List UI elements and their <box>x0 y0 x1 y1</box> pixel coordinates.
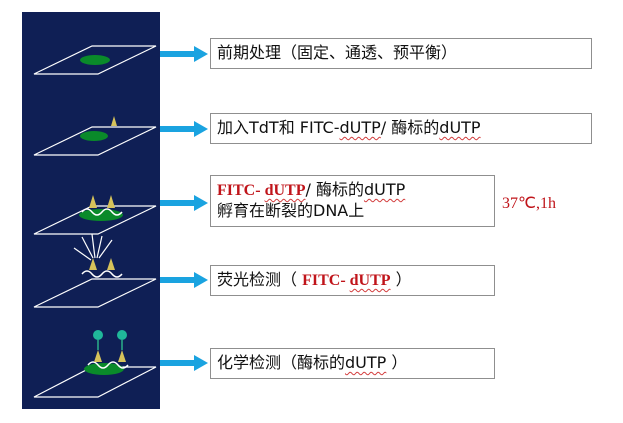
arrow-right-icon <box>160 195 208 211</box>
step-4-prefix: 荧光检测（ <box>217 270 303 289</box>
step-3-line-2: 孵育在断裂的DNA上 <box>217 201 365 220</box>
step-4-suffix: ） <box>390 270 412 289</box>
step-1-box: 前期处理（固定、通透、预平衡） <box>210 38 592 69</box>
step-1-text: 前期处理（固定、通透、预平衡） <box>217 43 458 62</box>
step-4-red-label: FITC- <box>302 272 350 289</box>
incubation-condition: 37℃,1h <box>502 195 556 212</box>
arrow-right-icon <box>160 355 208 371</box>
slide-2 <box>33 116 157 156</box>
step-3-red-label: FITC- <box>217 182 265 199</box>
step-2-rest: / 酶标的 <box>380 118 440 137</box>
step-2-box: 加入TdT和 FITC-dUTP/ 酶标的dUTP <box>210 113 592 144</box>
slide-4 <box>33 233 157 308</box>
step-3-rest: / 酶标的 <box>305 180 364 199</box>
arrow-right-icon <box>160 121 208 137</box>
step-3-red-dutp: dUTP <box>264 182 306 199</box>
step-3-box: FITC- dUTP/ 酶标的dUTP 孵育在断裂的DNA上 <box>210 175 495 227</box>
step-4-red-dutp: dUTP <box>349 272 391 289</box>
slide-1 <box>33 45 157 75</box>
step-4-box: 荧光检测（ FITC- dUTP ） <box>210 265 495 296</box>
tunel-steps-illustration <box>33 45 157 398</box>
arrow-right-icon <box>160 272 208 288</box>
slide-5 <box>33 330 157 398</box>
step-3-line-1: FITC- dUTP/ 酶标的dUTP <box>217 180 488 201</box>
step-5-prefix: 化学检测（酶标的 <box>217 353 346 372</box>
step-5-box: 化学检测（酶标的dUTP ） <box>210 348 495 379</box>
step-2-tail: dUTP <box>439 118 481 137</box>
step-2-prefix: 加入TdT和 FITC- <box>217 118 340 137</box>
slide-3 <box>33 195 157 235</box>
step-2-dutp: dUTP <box>339 118 381 137</box>
step-3-tail: dUTP <box>363 180 406 199</box>
arrow-right-icon <box>160 46 208 62</box>
step-5-dutp: dUTP <box>345 353 387 372</box>
step-5-suffix: ） <box>386 353 408 372</box>
illustration-panel <box>22 12 160 409</box>
